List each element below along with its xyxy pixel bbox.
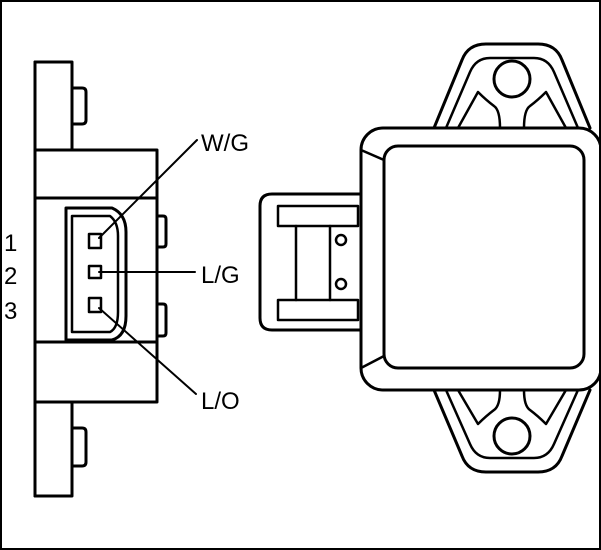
wire-color-label-pin-1: W/G	[201, 130, 249, 157]
flange-boss-top	[70, 86, 88, 126]
terminal-pin-3	[87, 296, 103, 314]
sensor-side-view	[33, 60, 168, 498]
terminal-pin-1	[87, 232, 103, 250]
mounting-ear-bottom-inner	[444, 388, 580, 460]
side-boss-lower	[155, 302, 168, 338]
ear-rib-top-right	[522, 90, 568, 130]
sensor-housing-inner	[382, 144, 586, 370]
mounting-ear-top	[432, 42, 592, 130]
connector-rivet-bottom	[334, 277, 348, 291]
wire-color-label-pin-2: L/G	[201, 262, 240, 289]
connector-housing-inner	[70, 214, 120, 334]
ear-rib-bottom-right	[522, 388, 568, 426]
mounting-hole-bottom	[492, 416, 532, 456]
ear-rib-bottom-left	[456, 388, 502, 426]
side-connector-housing	[258, 192, 363, 332]
mounting-hole-top	[492, 59, 532, 99]
connector-latch-bottom	[276, 298, 360, 322]
connector-latch-top	[276, 204, 360, 228]
side-boss-upper	[155, 214, 168, 249]
sensor-body-side	[33, 148, 159, 404]
flange-boss-bottom	[70, 426, 88, 468]
leader-line-pin-1	[98, 139, 198, 239]
sensor-housing-outer	[359, 126, 601, 392]
sensor-top-view	[258, 42, 601, 474]
pin-number-3: 3	[4, 298, 17, 325]
pin-number-1: 1	[4, 230, 17, 257]
connector-housing	[64, 206, 128, 342]
leader-line-pin-3	[98, 307, 197, 395]
ear-rib-top-left	[456, 90, 502, 130]
pin-number-2: 2	[4, 263, 17, 290]
wire-color-label-pin-3: L/O	[201, 388, 240, 415]
connector-rivet-top	[334, 233, 348, 247]
mounting-ear-bottom	[432, 388, 592, 474]
mounting-ear-top-inner	[444, 56, 580, 130]
